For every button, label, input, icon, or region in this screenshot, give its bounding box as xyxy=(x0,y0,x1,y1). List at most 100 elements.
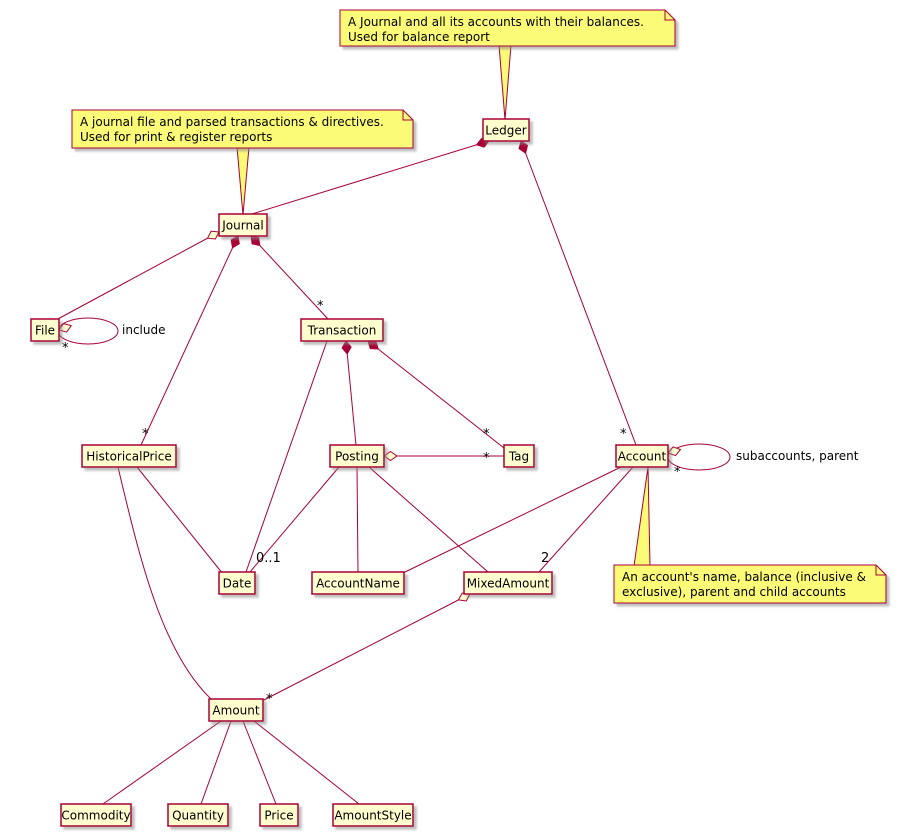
class-node-quantity: Quantity xyxy=(167,803,229,827)
class-box xyxy=(329,444,385,468)
class-box xyxy=(30,318,60,342)
edge-transaction-date xyxy=(245,340,328,573)
note-text-line: exclusive), parent and child accounts xyxy=(622,585,846,599)
edge-journal-file xyxy=(55,231,220,321)
note-journal-pointer xyxy=(236,146,250,216)
class-box xyxy=(503,444,535,468)
class-node-historicalprice: HistoricalPrice xyxy=(81,444,177,468)
multiplicity-label: 0..1 xyxy=(256,551,281,566)
class-name-label: Journal xyxy=(221,219,264,233)
note-text-line: A journal file and parsed transactions &… xyxy=(80,115,384,129)
class-node-mixedamount: MixedAmount xyxy=(463,571,553,595)
class-node-account: Account xyxy=(615,444,669,468)
class-box xyxy=(218,213,268,237)
note-text-line: A Journal and all its accounts with thei… xyxy=(348,15,644,29)
edge-posting-accountname xyxy=(356,466,359,573)
note-fold-corner-icon xyxy=(402,110,413,121)
edge-label: * xyxy=(62,341,69,356)
note-text-line: Used for print & register reports xyxy=(80,130,272,144)
edge-historicalprice-date xyxy=(136,466,224,575)
edge-transaction-posting xyxy=(345,340,357,446)
multiplicity-label: * xyxy=(483,451,490,466)
edge-label: subaccounts, parent xyxy=(736,449,859,463)
note-account-pointer xyxy=(633,466,651,567)
note-journal xyxy=(71,109,414,149)
aggregation-diamond xyxy=(206,230,220,240)
aggregation-diamond xyxy=(667,446,682,457)
class-box xyxy=(167,803,229,827)
note-fold-corner-icon xyxy=(664,10,675,21)
class-box xyxy=(81,444,177,468)
class-node-file: File xyxy=(30,318,60,342)
note-ledger xyxy=(339,9,676,47)
class-box xyxy=(615,444,669,468)
class-box xyxy=(311,571,405,595)
multiplicity-label: 2 xyxy=(541,551,549,566)
class-node-tag: Tag xyxy=(503,444,535,468)
class-name-label: AccountName xyxy=(316,577,400,591)
edge-amount-commodity xyxy=(102,720,222,805)
class-node-commodity: Commodity xyxy=(60,803,132,827)
edge-ledger-journal xyxy=(251,140,490,215)
class-node-journal: Journal xyxy=(218,213,268,237)
note-fold-corner-icon xyxy=(875,565,886,576)
class-box xyxy=(463,571,553,595)
edge-mixedamount-amount xyxy=(261,593,471,702)
composition-diamond xyxy=(367,340,379,350)
class-node-ledger: Ledger xyxy=(482,118,530,142)
class-node-transaction: Transaction xyxy=(300,318,384,342)
edge-amount-price xyxy=(242,720,277,805)
multiplicity-label: * xyxy=(317,299,324,314)
class-node-amountstyle: AmountStyle xyxy=(332,803,414,827)
class-name-label: MixedAmount xyxy=(467,577,550,591)
class-name-label: Date xyxy=(223,577,252,591)
edge-journal-historicalprice xyxy=(140,235,239,446)
edge-label: * xyxy=(674,465,681,480)
composition-diamond xyxy=(230,235,240,249)
edge-amount-amountstyle xyxy=(253,720,360,805)
edge-transaction-tag xyxy=(367,340,505,449)
edge-account-mixedamount xyxy=(538,466,634,573)
class-box xyxy=(259,803,299,827)
class-box xyxy=(60,803,132,827)
edge-label: include xyxy=(122,323,165,337)
class-name-label: Amount xyxy=(212,704,259,718)
composition-diamond xyxy=(341,340,352,355)
class-node-price: Price xyxy=(259,803,299,827)
aggregation-diamond xyxy=(383,450,398,462)
aggregation-diamond xyxy=(58,323,73,333)
class-name-label: Transaction xyxy=(307,324,377,338)
class-name-label: Posting xyxy=(335,450,379,464)
multiplicity-label: * xyxy=(142,427,149,442)
edge-posting-date xyxy=(249,466,340,573)
class-name-label: Ledger xyxy=(485,124,526,138)
note-ledger-pointer xyxy=(498,44,512,121)
class-name-label: File xyxy=(35,324,55,338)
composition-diamond xyxy=(250,235,261,247)
class-box xyxy=(300,318,384,342)
edge-amount-quantity xyxy=(200,720,232,805)
note-account xyxy=(613,564,887,604)
edge-journal-transaction xyxy=(250,235,329,320)
note-pointers-layer xyxy=(236,44,651,567)
note-text-line: An account's name, balance (inclusive & xyxy=(622,570,866,584)
multiplicity-label: * xyxy=(266,692,273,707)
class-name-label: Quantity xyxy=(172,809,224,823)
class-node-date: Date xyxy=(218,571,256,595)
class-node-accountname: AccountName xyxy=(311,571,405,595)
edges-layer xyxy=(55,138,731,805)
class-box xyxy=(208,698,264,722)
class-node-posting: Posting xyxy=(329,444,385,468)
edge-account-accountname xyxy=(402,466,622,574)
class-box xyxy=(482,118,530,142)
class-box xyxy=(332,803,414,827)
class-name-label: Account xyxy=(618,450,667,464)
composition-diamond xyxy=(518,140,529,155)
multiplicity-label: * xyxy=(620,427,627,442)
class-name-label: AmountStyle xyxy=(334,809,411,823)
class-name-label: Tag xyxy=(508,450,529,464)
